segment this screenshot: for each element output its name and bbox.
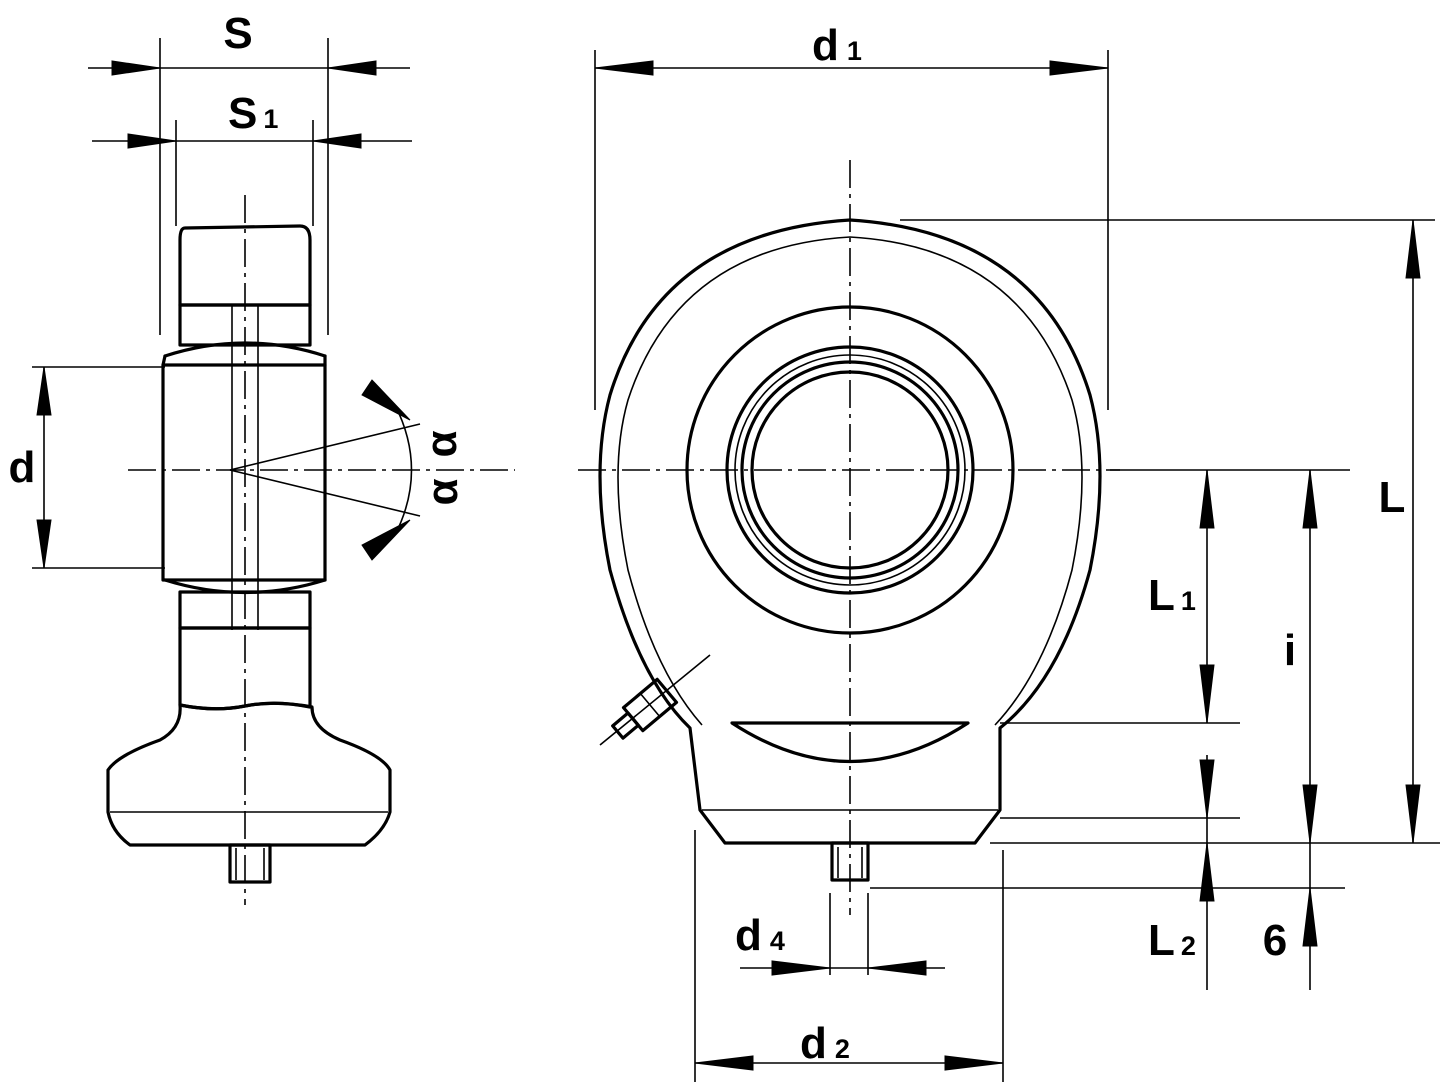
seat-crescent [730,721,970,763]
grease-nipple [611,677,679,740]
inner-ring-top-edge [161,354,167,367]
label-alpha-bottom: α [418,478,467,505]
label-d: d [9,443,36,492]
housing-inner-outline [617,236,1083,726]
label-i: i [1284,626,1296,675]
inner-ring [161,363,327,582]
label-alpha-top: α [417,430,466,457]
housing-base [106,701,392,847]
threaded-stud [228,843,272,884]
housing-outer-outline [598,218,1102,845]
label-S: S [223,9,252,58]
grease-nipple-axis [599,654,711,746]
label-6: 6 [1263,916,1287,965]
label-L: L [1379,473,1406,522]
